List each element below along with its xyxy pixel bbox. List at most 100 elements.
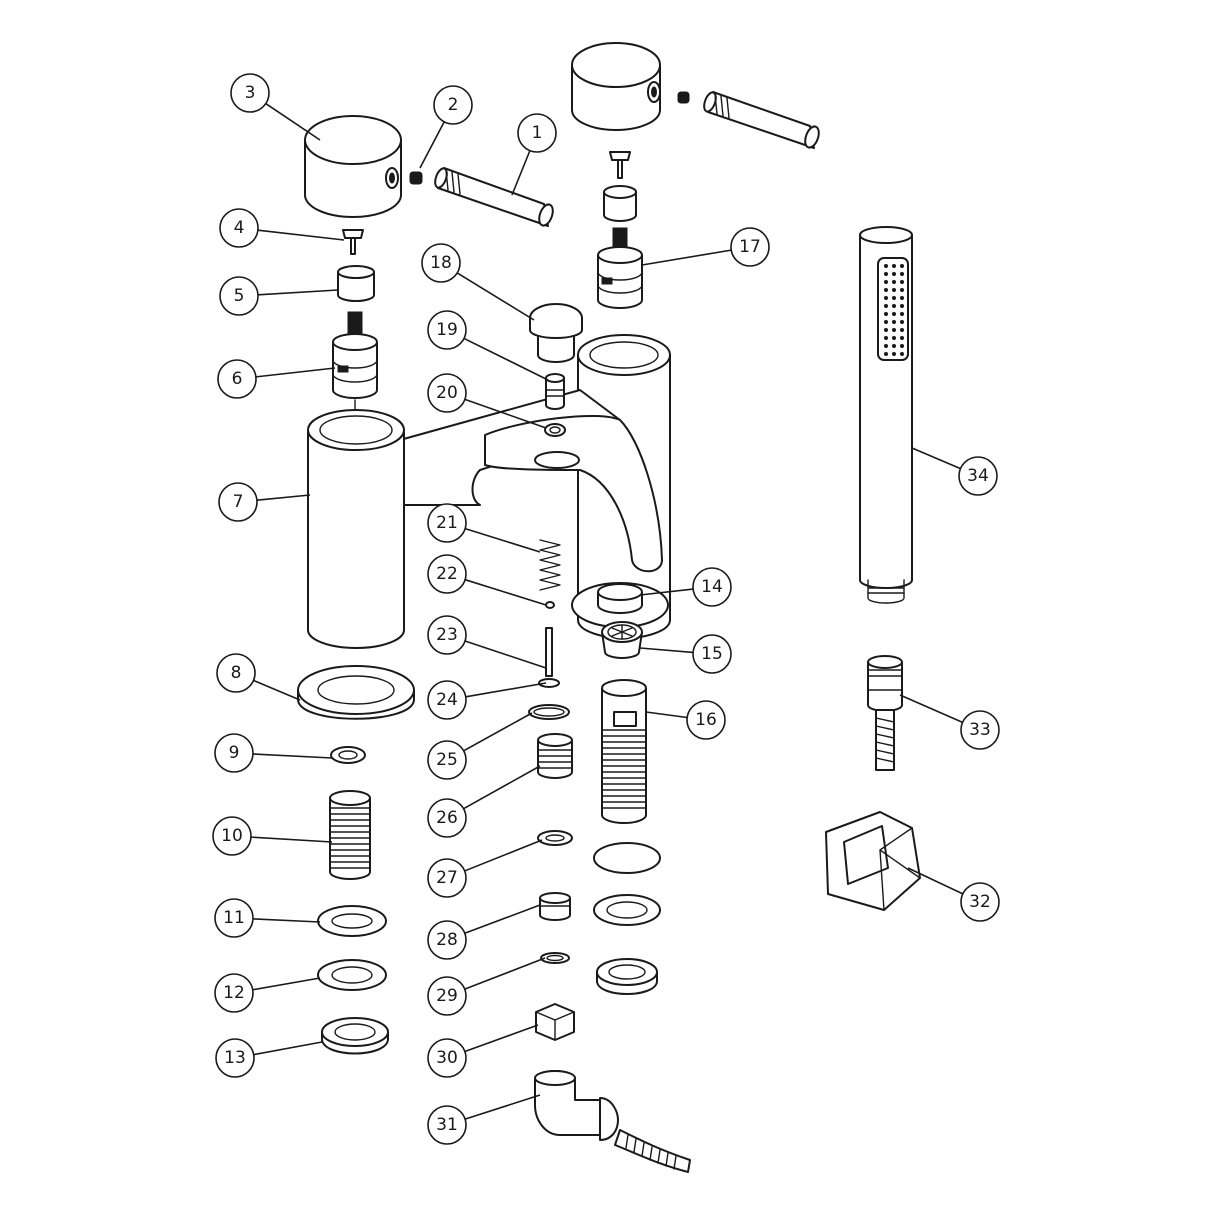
part-oring-25 <box>528 704 570 720</box>
spray-dot <box>892 336 896 340</box>
callout-circle-34 <box>958 456 998 496</box>
callout-label-1: 1 <box>532 123 543 143</box>
callout-leader-8 <box>253 679 301 701</box>
spray-dot <box>892 328 896 332</box>
spray-dot <box>900 280 904 284</box>
callout-circle-1 <box>517 113 557 153</box>
spray-dot <box>884 328 888 332</box>
callout-layer: 1234567891011121314151617181920212223242… <box>212 73 1000 1145</box>
callout-circle-32 <box>960 882 1000 922</box>
callout-label-33: 33 <box>969 720 991 740</box>
part-base-plate-8 <box>297 665 415 720</box>
callout-leader-5 <box>257 289 339 296</box>
callout-circle-10 <box>212 816 252 856</box>
callout-6: 6 <box>217 359 336 399</box>
callout-30: 30 <box>427 1024 539 1078</box>
part-oring-22 <box>545 601 555 609</box>
spray-dot <box>900 352 904 356</box>
part-handle-left <box>304 115 402 218</box>
callout-circle-13 <box>215 1038 255 1078</box>
callout-leader-21 <box>464 527 541 553</box>
callout-17: 17 <box>641 227 770 267</box>
callout-leader-6 <box>255 367 336 378</box>
callout-leader-33 <box>899 694 963 724</box>
callout-circle-15 <box>692 634 732 674</box>
callout-circle-11 <box>214 898 254 938</box>
callout-21: 21 <box>427 503 541 553</box>
callout-14: 14 <box>639 567 732 607</box>
callout-leader-9 <box>252 753 333 759</box>
callout-circle-3 <box>230 73 270 113</box>
spray-face-dots <box>884 264 904 356</box>
callout-circle-2 <box>433 85 473 125</box>
callout-circle-24 <box>427 680 467 720</box>
callout-leader-12 <box>252 977 321 991</box>
spray-dot <box>900 328 904 332</box>
part-aerator-housing-14 <box>571 582 669 628</box>
callout-leader-4 <box>257 229 345 241</box>
callout-leader-31 <box>464 1094 541 1120</box>
callout-label-3: 3 <box>245 83 256 103</box>
callout-circle-14 <box>692 567 732 607</box>
spray-dot <box>884 336 888 340</box>
callout-circle-17 <box>730 227 770 267</box>
callout-label-34: 34 <box>967 466 989 486</box>
callout-circle-5 <box>219 276 259 316</box>
callout-label-4: 4 <box>234 218 245 238</box>
spray-dot <box>900 296 904 300</box>
callout-leader-11 <box>252 918 321 923</box>
callout-20: 20 <box>427 373 547 429</box>
callout-leader-28 <box>464 904 541 935</box>
part-elbow-31 <box>534 1070 691 1173</box>
part-stem-19 <box>545 373 565 410</box>
spray-dot <box>884 352 888 356</box>
spray-dot <box>892 312 896 316</box>
callout-label-19: 19 <box>436 320 458 340</box>
spray-dot <box>892 344 896 348</box>
spray-dot <box>892 304 896 308</box>
part-oring-29 <box>540 952 570 964</box>
callout-24: 24 <box>427 680 547 720</box>
callout-circle-28 <box>427 920 467 960</box>
callout-label-25: 25 <box>436 750 458 770</box>
callout-leader-16 <box>645 711 688 719</box>
callout-label-24: 24 <box>436 690 458 710</box>
callout-circle-20 <box>427 373 467 413</box>
callout-circle-16 <box>686 700 726 740</box>
callout-18: 18 <box>421 243 535 321</box>
spray-dot <box>900 272 904 276</box>
callout-7: 7 <box>218 482 311 522</box>
callout-leader-17 <box>641 249 732 266</box>
callout-label-2: 2 <box>448 95 459 115</box>
callout-label-20: 20 <box>436 383 458 403</box>
callout-circle-12 <box>214 973 254 1013</box>
callout-27: 27 <box>427 839 543 898</box>
part-shank-16 <box>601 679 647 824</box>
callout-label-27: 27 <box>436 868 458 888</box>
callout-8: 8 <box>216 653 301 701</box>
part-shank-10 <box>329 790 371 880</box>
callout-label-12: 12 <box>223 983 245 1003</box>
callout-31: 31 <box>427 1094 541 1145</box>
spray-dot <box>892 288 896 292</box>
callout-circle-6 <box>217 359 257 399</box>
part-washer-12 <box>317 959 387 991</box>
callout-leader-1 <box>511 150 531 196</box>
spray-dot <box>892 296 896 300</box>
callout-circle-30 <box>427 1038 467 1078</box>
part-tap-body <box>307 334 671 649</box>
spray-dot <box>884 296 888 300</box>
spray-dot <box>900 312 904 316</box>
callout-label-6: 6 <box>232 369 243 389</box>
spray-dot <box>892 320 896 324</box>
callout-leader-25 <box>463 712 533 752</box>
callout-leader-19 <box>463 337 549 381</box>
callout-leader-7 <box>256 494 311 501</box>
part-washer-11 <box>317 905 387 937</box>
callout-leader-18 <box>456 272 535 321</box>
callout-circle-4 <box>219 208 259 248</box>
callout-33: 33 <box>899 694 1000 750</box>
callout-circle-18 <box>421 243 461 283</box>
part-grub-screw-left <box>409 171 423 185</box>
